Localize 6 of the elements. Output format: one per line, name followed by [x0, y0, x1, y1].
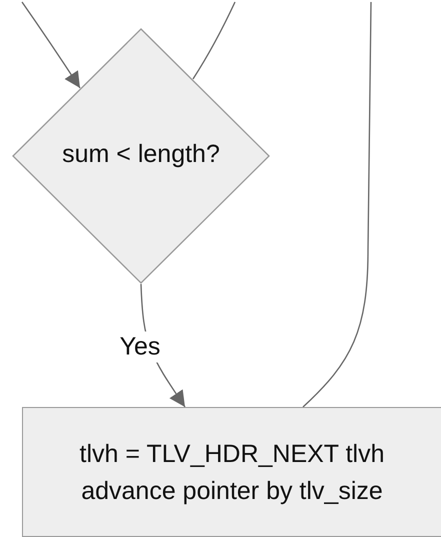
process-text: tlvh = TLV_HDR_NEXT tlvh advance pointer by tlv_size	[78, 439, 386, 507]
connector-line	[302, 2, 372, 408]
process-box	[22, 407, 441, 537]
arrow	[21, 2, 81, 88]
decision-text: sum < length?	[62, 140, 220, 168]
connector-line	[192, 2, 236, 80]
